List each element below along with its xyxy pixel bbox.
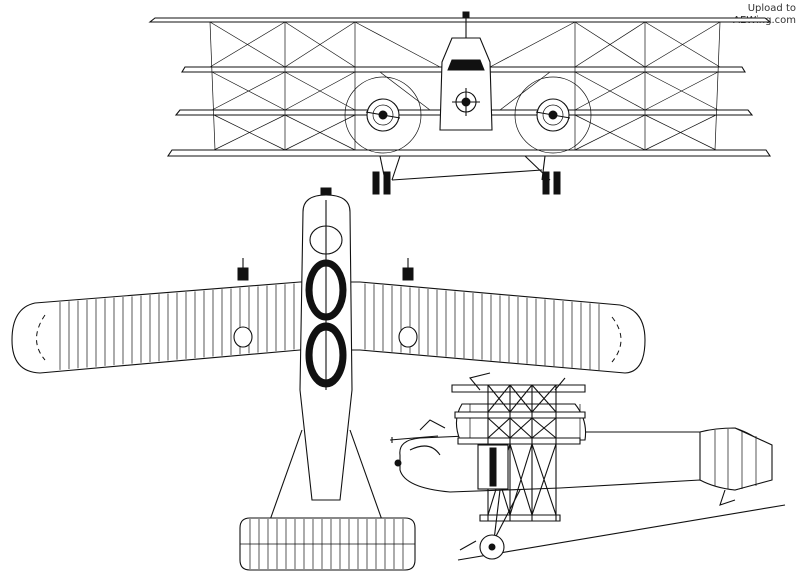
top-engine-right xyxy=(398,258,418,348)
rib-line xyxy=(531,417,557,439)
front-prop-disc-left xyxy=(344,76,422,154)
top-engine-left xyxy=(233,258,253,348)
front-engine-left xyxy=(365,98,401,132)
front-wing-1 xyxy=(148,17,772,23)
front-fuselage xyxy=(439,11,493,131)
rib-line xyxy=(509,384,533,413)
ground-line xyxy=(457,504,786,561)
top-view xyxy=(11,187,646,571)
tail-ribs xyxy=(240,519,415,569)
side-view xyxy=(389,372,786,561)
front-struts xyxy=(209,21,721,151)
watermark-line-1: Upload to xyxy=(747,3,796,14)
front-wing-4 xyxy=(166,149,772,157)
rib-line xyxy=(509,417,533,439)
front-view xyxy=(148,11,772,195)
rib-line xyxy=(487,384,511,413)
rib-line xyxy=(487,417,511,439)
front-engine-right xyxy=(535,98,571,132)
rib-line xyxy=(531,384,557,413)
front-prop-disc-right xyxy=(514,76,592,154)
rib-line xyxy=(531,443,557,516)
front-landing-gear xyxy=(372,155,561,195)
